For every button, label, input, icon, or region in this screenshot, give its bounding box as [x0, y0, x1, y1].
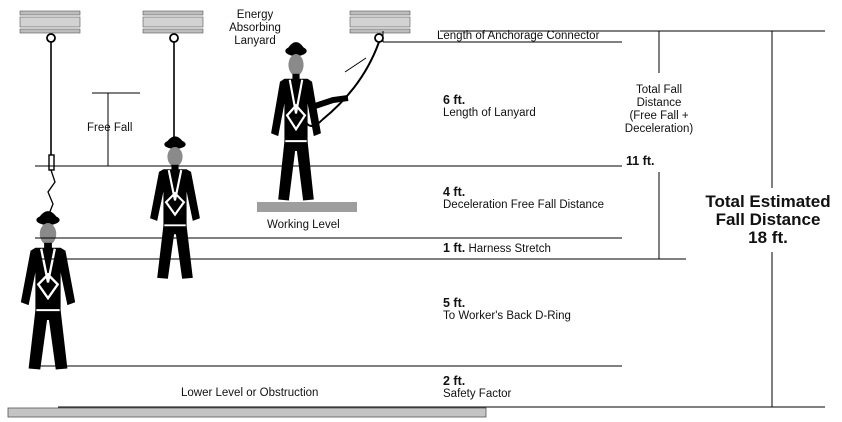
- worker-standing: [269, 40, 323, 202]
- worker-after-fall: [19, 209, 77, 371]
- segment-harness: 1 ft. Harness Stretch: [443, 242, 551, 256]
- anchor-beam: [349, 10, 411, 34]
- segment-dring: 5 ft. To Worker's Back D-Ring: [443, 297, 571, 323]
- segment-desc: Length of Lanyard: [443, 107, 536, 119]
- anchor-ring-icon: [169, 33, 179, 43]
- lanyard-pointer: [344, 57, 367, 73]
- anchor-beam: [142, 10, 204, 34]
- segment-value: 4 ft.: [443, 185, 466, 199]
- segment-safety: 2 ft. Safety Factor: [443, 375, 511, 401]
- segment-desc: Harness Stretch: [468, 243, 551, 255]
- total-fall-value: 11 ft.: [626, 154, 655, 168]
- lower-level-label: Lower Level or Obstruction: [181, 387, 319, 399]
- segment-deceleration: 4 ft. Deceleration Free Fall Distance: [443, 186, 604, 212]
- lanyard-line: [321, 41, 380, 121]
- worker-arm: [314, 95, 349, 109]
- working-level-platform: [257, 202, 357, 212]
- total-estimated-label: Total Estimated Fall Distance 18 ft.: [695, 193, 841, 247]
- total-fall-label: Total Fall Distance (Free Fall + Deceler…: [612, 84, 706, 136]
- working-level-label: Working Level: [267, 219, 340, 231]
- anchor-ring-icon: [374, 33, 384, 43]
- energy-lanyard-line2: Absorbing: [229, 22, 281, 34]
- segment-value: 2 ft.: [443, 374, 466, 388]
- lower-level-surface: [7, 407, 487, 418]
- segment-value: 6 ft.: [443, 93, 466, 107]
- worker-falling: [149, 135, 201, 280]
- total-fall-line3: (Free Fall +: [629, 110, 689, 122]
- energy-lanyard-line3: Lanyard: [234, 35, 276, 47]
- segment-value: 5 ft.: [443, 296, 466, 310]
- total-fall-line4: Deceleration): [624, 123, 694, 135]
- total-estimated-value: 18 ft.: [748, 228, 788, 247]
- total-estimated-line2: Fall Distance: [715, 210, 821, 229]
- anchorage-connector-label: Length of Anchorage Connector: [437, 30, 600, 42]
- total-fall-line2: Distance: [636, 97, 682, 109]
- segment-lanyard: 6 ft. Length of Lanyard: [443, 94, 536, 120]
- energy-lanyard-line1: Energy: [236, 9, 274, 21]
- anchor-ring-icon: [46, 33, 56, 43]
- total-fall-line1: Total Fall: [635, 84, 683, 96]
- segment-desc: Deceleration Free Fall Distance: [443, 199, 605, 211]
- free-fall-label: Free Fall: [87, 122, 133, 134]
- shock-absorber: [48, 154, 55, 171]
- anchor-beam: [19, 10, 81, 34]
- segment-desc: Safety Factor: [443, 388, 512, 400]
- segment-value: 1 ft.: [443, 241, 466, 255]
- total-estimated-line1: Total Estimated: [705, 192, 831, 211]
- segment-desc: To Worker's Back D-Ring: [443, 310, 571, 322]
- energy-lanyard-label: Energy Absorbing Lanyard: [222, 9, 288, 48]
